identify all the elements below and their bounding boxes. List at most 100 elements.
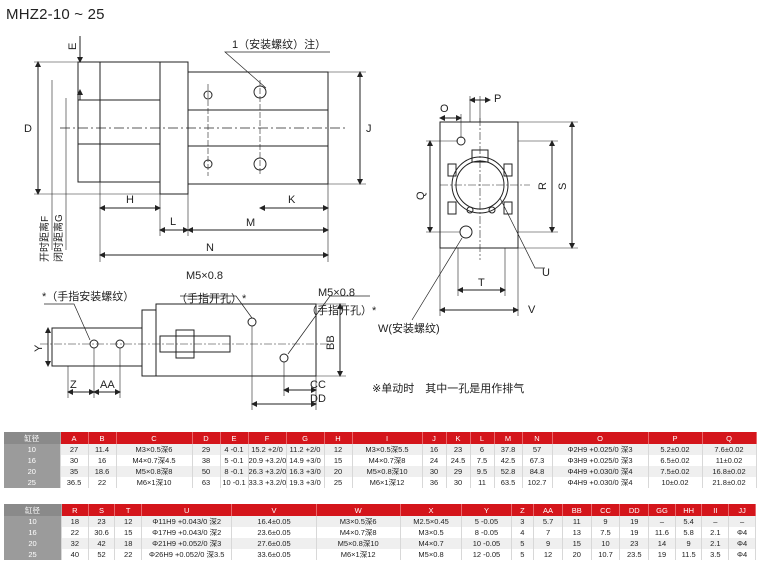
table-cell: – [701, 516, 730, 527]
table-header-cell: B [88, 432, 117, 444]
table-cell: 16 [4, 527, 62, 538]
table-header-cell: F [248, 432, 287, 444]
close-distance-label: 闭时距离G [52, 214, 65, 262]
dim-M: M [246, 217, 255, 229]
table-header-cell: Y [461, 504, 512, 516]
table-cell: Φ4 [728, 527, 756, 538]
table-cell: 27.6±0.05 [231, 538, 317, 549]
table-cell: 7.5 [591, 527, 621, 538]
table-cell: 52 [88, 549, 116, 560]
table-cell: M4×0.7深4.5 [116, 455, 193, 466]
table-cell: 4 -0.1 [220, 444, 249, 455]
m5-label-b: M5×0.8 [318, 287, 355, 299]
table-cell: 3 [511, 516, 535, 527]
table-cell: Φ26H9 +0.052/0 深3.5 [141, 549, 233, 560]
finger-mount-thread-label: *（手指安装螺纹） [42, 289, 134, 303]
table-cell: – [728, 516, 756, 527]
table-cell: 23 [446, 444, 471, 455]
table-cell: Φ21H9 +0.052/0 深3 [141, 538, 233, 549]
table-header-cell: BB [562, 504, 592, 516]
table-cell: 9 [533, 538, 563, 549]
table-cell: 37.8 [494, 444, 523, 455]
dim-BB: BB [325, 335, 337, 350]
table-cell: M4×0.7 [400, 538, 463, 549]
table-cell: M5×0.8深10 [352, 466, 423, 477]
table-cell: 2.1 [701, 538, 730, 549]
table-cell: 22 [61, 527, 89, 538]
table-cell: 19 [648, 549, 676, 560]
table-cell: 15 [562, 538, 592, 549]
table-cell: 63 [192, 477, 221, 488]
table-cell: 16 [4, 455, 61, 466]
table-header-cell: K [446, 432, 471, 444]
table-cell: Φ4 [728, 549, 756, 560]
dim-V: V [528, 304, 536, 316]
table-cell: 10 -0.05 [461, 538, 512, 549]
table-cell: 102.7 [522, 477, 553, 488]
table-cell: 16.3 +3/0 [286, 466, 325, 477]
table-header-cell: H [324, 432, 353, 444]
dim-D: D [24, 123, 32, 135]
table-header-cell: A [60, 432, 89, 444]
table-cell: 57 [522, 444, 553, 455]
table-cell: 14.9 +3/0 [286, 455, 325, 466]
table-cell: 25 [4, 549, 62, 560]
dim-T: T [478, 277, 485, 289]
table-cell: M3×0.5深5.5 [352, 444, 423, 455]
bottom-view [40, 295, 370, 410]
dim-S: S [557, 183, 569, 190]
table-cell: M6×1深10 [116, 477, 193, 488]
table-cell: M6×1深12 [352, 477, 423, 488]
table-cell: 23.5 [619, 549, 650, 560]
dim-P: P [494, 93, 501, 105]
table-cell: 36 [422, 477, 447, 488]
table-header-cell: V [231, 504, 317, 516]
table-cell: 9.5 [470, 466, 495, 477]
table-cell: 42 [88, 538, 116, 549]
table-cell: 9 [675, 538, 703, 549]
table-header-cell: CC [591, 504, 621, 516]
table-cell: 11.4 [88, 444, 117, 455]
table-cell: 20 [4, 538, 62, 549]
table-cell: 11±0.02 [702, 455, 757, 466]
table-cell: 15.2 +2/0 [248, 444, 287, 455]
table-cell: 67.3 [522, 455, 553, 466]
table-cell: 25 [324, 477, 353, 488]
table-cell: 20 [562, 549, 592, 560]
table-cell: M5×0.8深8 [116, 466, 193, 477]
mount-thread-note: 1（安装螺纹）注） [232, 37, 326, 51]
finger-port-label-b: （手指开孔）* [306, 303, 377, 317]
table-cell: 50 [192, 466, 221, 477]
dim-U: U [542, 267, 550, 279]
table-header-cell: R [61, 504, 89, 516]
table-cell: 5.4 [675, 516, 703, 527]
table-cell: 33.3 +3.2/0 [248, 477, 287, 488]
table-cell: 10 -0.1 [220, 477, 249, 488]
table-cell: 32 [61, 538, 89, 549]
table-cell: 23.6±0.05 [231, 527, 317, 538]
table-header-cell: Q [702, 432, 757, 444]
table-cell: 23 [619, 538, 650, 549]
dim-DD: DD [310, 393, 326, 405]
table-cell: 42.5 [494, 455, 523, 466]
finger-port-label-a: （手指开孔）* [176, 291, 247, 305]
table-header-cell: D [192, 432, 221, 444]
table-header-cell: O [552, 432, 649, 444]
table-cell: 18 [114, 538, 143, 549]
table-cell: M3×0.5深6 [316, 516, 401, 527]
table-cell: 22 [114, 549, 143, 560]
table-cell: 20 [4, 466, 61, 477]
table-cell: 21.8±0.02 [702, 477, 757, 488]
table-cell: 11.5 [675, 549, 703, 560]
table-header-cell: W [316, 504, 401, 516]
table-cell: Φ3H9 +0.025/0 深3 [552, 455, 649, 466]
table-cell: 19.3 +3/0 [286, 477, 325, 488]
